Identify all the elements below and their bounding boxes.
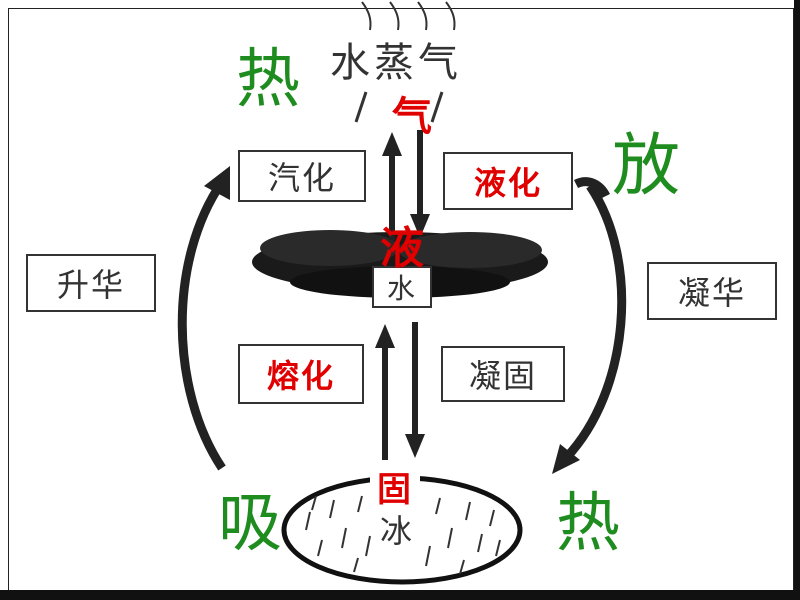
heat-absorb-top-label: 热	[236, 43, 300, 117]
arrow-up-head	[382, 132, 402, 156]
steam-wisp	[445, 1, 456, 31]
liquid-state-label: 液	[380, 223, 424, 274]
vapor-label: 水蒸气	[330, 40, 462, 86]
deposition-box: 凝华	[647, 262, 777, 320]
liquefaction-box: 液化	[443, 152, 573, 210]
heat-release-top-label: 放	[612, 127, 681, 206]
vapor-stroke	[430, 91, 444, 123]
arrow-down-head	[410, 214, 430, 238]
heat-release-bottom-label: 热	[556, 487, 620, 561]
steam-wisp	[361, 1, 372, 31]
melting-box: 熔化	[238, 344, 364, 404]
gas-state-label: 气	[392, 94, 432, 140]
water-cloud	[398, 232, 542, 268]
vaporization-box: 汽化	[238, 150, 366, 202]
arrow-sublimation-head	[204, 166, 230, 200]
vapor-stroke	[354, 91, 368, 123]
ice-hatching	[305, 495, 501, 575]
arrow-deposition	[562, 183, 627, 462]
sublimation-box: 升华	[26, 254, 156, 312]
arrow-sublimation	[177, 179, 226, 471]
ice-label: 冰	[380, 512, 413, 550]
arrow-deposition-tail	[573, 177, 611, 199]
heat-absorb-bottom-label: 吸	[218, 487, 282, 561]
arrow-down-head	[405, 434, 425, 458]
arrow-deposition-head	[552, 444, 580, 474]
solidification-box: 凝固	[441, 346, 565, 402]
bottom-edge-bar	[0, 590, 800, 600]
arrow-up-head	[375, 324, 395, 348]
water-box: 水	[372, 266, 432, 308]
solid-state-label: 固	[370, 462, 420, 510]
water-cloud	[260, 230, 400, 266]
steam-wisp	[389, 1, 400, 31]
steam-wisp	[417, 1, 428, 31]
right-edge-bar	[794, 0, 800, 600]
